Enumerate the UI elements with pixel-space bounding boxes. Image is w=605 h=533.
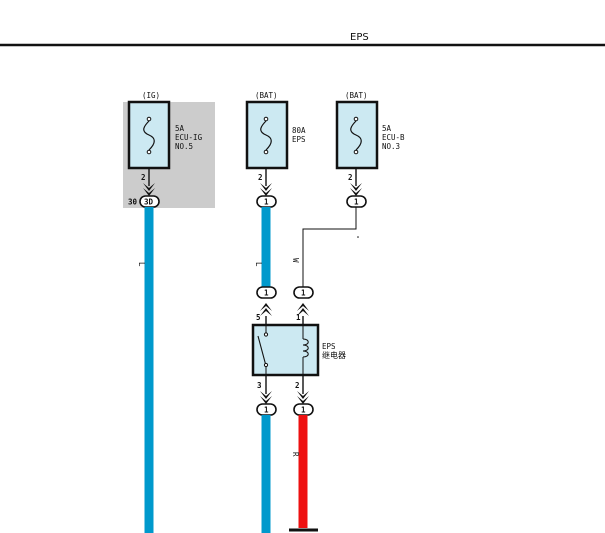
fuse-ecu-ig: (IG) 5A ECU-IG NO.5 2 3D 30 <box>123 91 215 208</box>
connector-id: 1 <box>354 198 359 207</box>
fuse-name: ECU-B <box>382 133 405 142</box>
relay-pin: 1 <box>296 313 301 322</box>
arrow-down-icon <box>350 183 362 191</box>
wire-color-code: W <box>291 258 300 263</box>
arrow-down-icon <box>143 183 155 191</box>
fuse-ecu-b: (BAT) 5A ECU-B NO.3 2 1 <box>335 91 405 208</box>
relay-name: EPS <box>322 342 336 351</box>
fuse-source-label: (IG) <box>142 91 160 100</box>
fuse-icon <box>143 116 155 155</box>
wire-color-code: L <box>254 262 263 267</box>
fuse-pin: 2 <box>258 173 263 182</box>
fuse-source-label: (BAT) <box>345 91 368 100</box>
fuse-name-line2: NO.3 <box>382 142 400 151</box>
arrow-down-icon <box>297 391 309 399</box>
connector-id: 1 <box>264 289 269 298</box>
wire-color-code: L <box>137 262 146 267</box>
fuse-pin: 2 <box>348 173 353 182</box>
relay-pin: 2 <box>295 381 300 390</box>
arrow-down-icon <box>260 183 272 191</box>
wire-marker-dot <box>357 236 359 238</box>
fuse-eps: (BAT) 80A EPS 2 1 <box>245 91 306 208</box>
connector-id: 1 <box>264 406 269 415</box>
page-title: EPS <box>350 32 369 43</box>
connector-1 <box>293 286 314 299</box>
fuse-name: EPS <box>292 135 306 144</box>
connector-1 <box>256 286 277 299</box>
fuse-box <box>245 100 289 170</box>
fuse-pin: 2 <box>141 173 146 182</box>
relay-box <box>251 323 320 377</box>
connector-id: 3D <box>144 198 154 207</box>
relay-pin: 5 <box>256 313 261 322</box>
fuse-name: ECU-IG <box>175 133 203 142</box>
connector-id: 1 <box>301 289 306 298</box>
fuse-rating: 5A <box>382 124 392 133</box>
fuse-icon <box>260 116 272 155</box>
relay-eps: 1 1 5 1 EPS 继电器 3 <box>251 286 346 416</box>
relay-name-line2: 继电器 <box>322 350 346 360</box>
fuse-rating: 80A <box>292 126 306 135</box>
fuse-icon <box>350 116 362 155</box>
wire-right-white <box>302 207 357 288</box>
arrow-down-icon <box>260 391 272 399</box>
connector-pin-number: 30 <box>128 198 138 207</box>
arrow-up-icon <box>297 303 309 311</box>
fuse-name-line2: NO.5 <box>175 142 193 151</box>
arrow-up-icon <box>260 303 272 311</box>
fuse-rating: 5A <box>175 124 185 133</box>
relay-coil-icon <box>302 325 309 375</box>
connector-id: 1 <box>301 406 306 415</box>
fuse-source-label: (BAT) <box>255 91 278 100</box>
relay-switch-icon <box>257 325 269 375</box>
wire-color-code: R <box>291 452 300 457</box>
relay-pin: 3 <box>257 381 262 390</box>
connector-id: 1 <box>264 198 269 207</box>
